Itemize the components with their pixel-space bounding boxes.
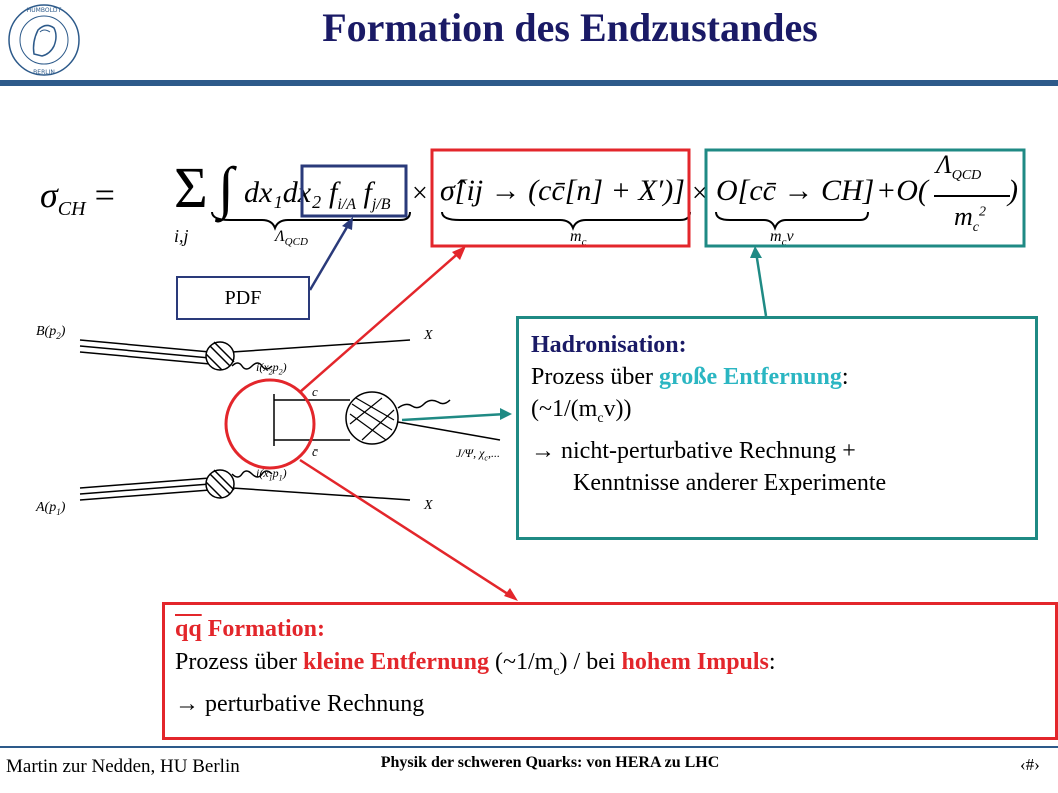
hadronisation-line3: → nicht-perturbative Rechnung + bbox=[531, 437, 856, 464]
feynman-X-bottom: X bbox=[424, 498, 433, 513]
eq-times: × bbox=[412, 178, 428, 209]
eq-frac-den: m bbox=[954, 202, 973, 231]
pdf-label-box: PDF bbox=[176, 276, 310, 320]
feynman-X-top: X bbox=[424, 328, 433, 343]
hadronisation-box: Hadronisation: Prozess über große Entfer… bbox=[516, 316, 1038, 540]
eq-fj: f bbox=[363, 176, 372, 209]
eq-brace3-sub: c bbox=[781, 236, 787, 249]
feynman-jpsi-label: J/Ψ, χc,... bbox=[456, 446, 500, 463]
arrow-blue-pdf bbox=[308, 221, 352, 291]
feynman-diagram bbox=[79, 339, 501, 501]
arrow-teal-blob bbox=[401, 412, 507, 422]
arrow-red-up bbox=[299, 249, 463, 393]
eq-frac-den-sup: 2 bbox=[979, 204, 986, 220]
feynman-i-top: i(x2p2) bbox=[256, 360, 287, 377]
svg-text:HUMBOLDT: HUMBOLDT bbox=[27, 7, 62, 14]
hadronisation-line4: Kenntnisse anderer Experimente bbox=[573, 469, 887, 496]
underbrace-O bbox=[715, 211, 869, 231]
formation-heading: qq Formation: bbox=[175, 616, 326, 642]
formation-line1: Prozess über kleine Entfernung (~1/mc) /… bbox=[175, 649, 776, 679]
annotation-circle bbox=[224, 378, 316, 470]
eq-equals: = bbox=[94, 175, 115, 215]
formation-line2: → perturbative Rechnung bbox=[175, 690, 425, 717]
underbrace-pdf bbox=[211, 211, 411, 231]
eq-frac-den-sub: c bbox=[972, 220, 979, 236]
svg-text:BERLIN: BERLIN bbox=[33, 69, 55, 76]
eq-brace3-suffix: v bbox=[786, 228, 794, 245]
eq-brace2-sub: c bbox=[581, 236, 587, 249]
feynman-cbar-label: c̄ bbox=[312, 444, 318, 459]
eq-close: ) bbox=[1008, 174, 1018, 207]
eq-sum-sub: i,j bbox=[174, 226, 189, 246]
eq-brace3-label: m bbox=[770, 228, 782, 245]
hadronisation-heading: Hadronisation: bbox=[531, 332, 687, 358]
formation-box: qq Formation: Prozess über kleine Entfer… bbox=[162, 602, 1058, 740]
eq-O-term: O[cc̄ → CH] bbox=[716, 174, 875, 207]
cross-section-equation: σCH = Σ i,j ∫ dx₁dx₂ fi/A fj/B ΛQCD × σ̂… bbox=[40, 150, 1040, 260]
hadronisation-line1: Prozess über große Entfernung: bbox=[531, 364, 849, 390]
eq-pdf-term: dx₁dx₂ f bbox=[244, 176, 338, 209]
feynman-A-label: A(p1) bbox=[36, 500, 66, 517]
eq-times2: × bbox=[692, 178, 708, 209]
hard-process-box bbox=[430, 148, 691, 248]
underbrace-sigma bbox=[441, 211, 691, 231]
eq-brace1-label: Λ bbox=[275, 228, 285, 245]
hadronisation-line2: (~1/(mcv)) bbox=[531, 396, 632, 426]
eq-sigma-hat-term: σ̂[ij → (cc̄[n] + X′)] bbox=[440, 174, 685, 207]
eq-fi-sub: i/A bbox=[337, 196, 356, 213]
feynman-c-label: c bbox=[312, 384, 318, 399]
page-title: Formation des Endzustandes bbox=[322, 5, 818, 50]
title-divider bbox=[0, 80, 1058, 86]
feynman-B-label: B(p2) bbox=[36, 324, 66, 341]
footer-divider bbox=[0, 746, 1058, 748]
footer-page-number: ‹#› bbox=[1020, 755, 1040, 774]
eq-brace1-sub: QCD bbox=[284, 236, 308, 249]
eq-frac-num: Λ bbox=[936, 150, 952, 179]
eq-lhs-sub: CH bbox=[57, 198, 86, 221]
eq-sum: Σ bbox=[174, 155, 208, 220]
footer-course: Physik der schweren Quarks: von HERA zu … bbox=[380, 754, 720, 771]
eq-plus-O: +O( bbox=[876, 174, 928, 207]
university-seal-logo: HUMBOLDT BERLIN bbox=[8, 4, 80, 76]
pdf-highlight-box bbox=[300, 164, 408, 218]
footer-author: Martin zur Nedden, HU Berlin bbox=[6, 756, 240, 777]
arrow-teal-ldme bbox=[754, 251, 768, 317]
arrow-red-down bbox=[299, 458, 515, 600]
feynman-i-bottom: i(x1p1) bbox=[256, 466, 287, 483]
eq-brace2-label: m bbox=[570, 228, 582, 245]
eq-fj-sub: j/B bbox=[371, 196, 391, 213]
eq-integral: ∫ bbox=[218, 155, 234, 220]
eq-frac-num-sub: QCD bbox=[951, 168, 982, 184]
eq-lhs: σ bbox=[40, 175, 58, 215]
ldme-box bbox=[704, 148, 1026, 248]
